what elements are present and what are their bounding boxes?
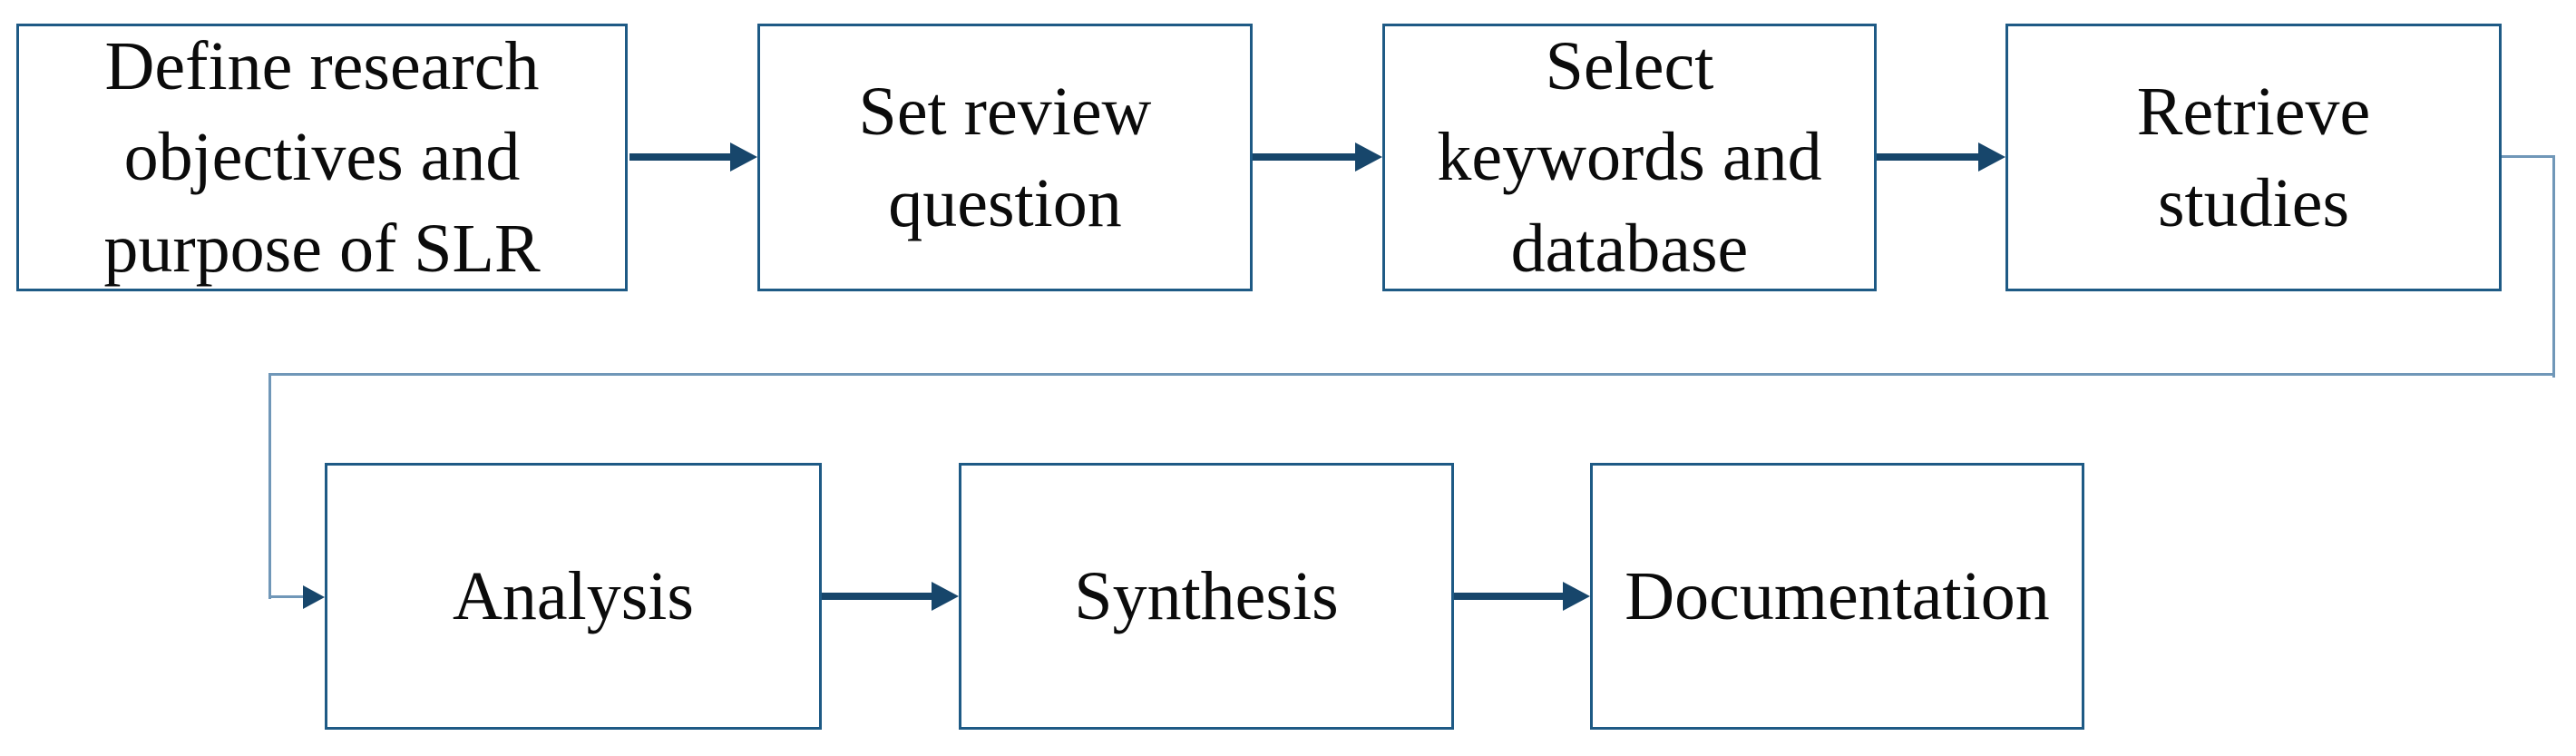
connector-retrieve-to-analysis-down-right xyxy=(2552,155,2555,378)
step-box-documentation: Documentation xyxy=(1590,463,2084,730)
arrow-shaft xyxy=(1454,593,1566,600)
arrow-shaft xyxy=(1877,153,1982,161)
step-box-set-review-question: Set review question xyxy=(757,24,1253,291)
connector-retrieve-to-analysis-stub xyxy=(2502,155,2555,158)
step-box-synthesis: Synthesis xyxy=(959,463,1454,730)
step-label-select-keywords-database: Select keywords and database xyxy=(1437,28,1822,287)
arrow-define-to-set-review xyxy=(629,142,757,172)
step-box-select-keywords-database: Select keywords and database xyxy=(1382,24,1877,291)
arrow-set-review-to-select-keywords xyxy=(1253,142,1382,172)
arrow-shaft xyxy=(1253,153,1359,161)
arrow-select-keywords-to-retrieve xyxy=(1877,142,2005,172)
step-box-analysis: Analysis xyxy=(325,463,822,730)
arrow-head-icon xyxy=(730,142,757,172)
step-label-analysis: Analysis xyxy=(453,557,694,634)
arrow-head-icon xyxy=(932,582,959,611)
arrow-shaft xyxy=(629,153,734,161)
step-label-retrieve-studies: Retrieve studies xyxy=(2136,74,2371,241)
connector-retrieve-to-analysis-down-left xyxy=(268,373,271,599)
step-label-define-objectives: Define research objectives and purpose o… xyxy=(103,28,541,287)
step-label-synthesis: Synthesis xyxy=(1074,557,1339,634)
step-label-documentation: Documentation xyxy=(1625,557,2050,634)
arrow-analysis-to-synthesis xyxy=(822,582,959,611)
connector-arrow-head-icon xyxy=(303,585,325,609)
arrow-head-icon xyxy=(1355,142,1382,172)
connector-retrieve-to-analysis-horizontal xyxy=(268,373,2555,376)
arrow-synthesis-to-documentation xyxy=(1454,582,1590,611)
step-label-set-review-question: Set review question xyxy=(858,74,1152,241)
arrow-head-icon xyxy=(1978,142,2005,172)
connector-retrieve-to-analysis-entry xyxy=(268,595,305,598)
arrow-head-icon xyxy=(1563,582,1590,611)
arrow-shaft xyxy=(822,593,935,600)
step-box-define-objectives: Define research objectives and purpose o… xyxy=(16,24,628,291)
step-box-retrieve-studies: Retrieve studies xyxy=(2005,24,2502,291)
